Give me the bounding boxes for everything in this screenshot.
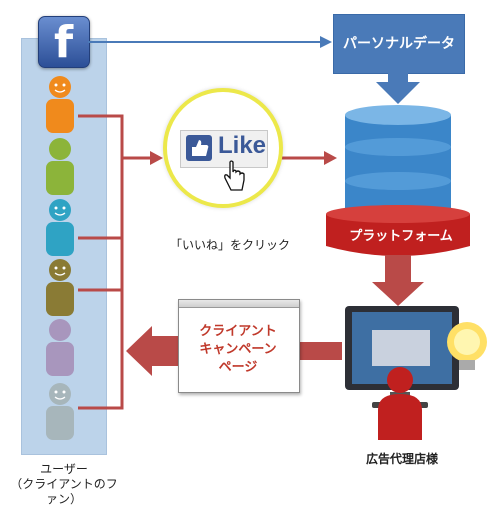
thumbs-up-icon	[186, 135, 212, 161]
data-to-db-arrow	[376, 72, 420, 104]
like-to-db-arrowhead	[324, 151, 337, 165]
window-titlebar	[179, 300, 299, 308]
platform-to-agency-arrow	[372, 255, 424, 306]
like-text: Like	[218, 132, 267, 159]
person-icon-3	[46, 199, 74, 256]
personal-data-box: パーソナルデータ	[333, 14, 465, 74]
users-label-line-1: ユーザー	[40, 462, 88, 476]
person-icon-1	[46, 76, 74, 133]
facebook-glyph: f	[54, 17, 74, 68]
person-icon-6	[46, 383, 74, 440]
campaign-line-2: キャンペーン	[199, 342, 277, 357]
campaign-page-label: クライアント キャンペーン ページ	[178, 323, 298, 377]
agent-person-icon	[378, 367, 422, 440]
users-label: ユーザー （クライアントのファン）	[6, 462, 122, 507]
agency-label: 広告代理店様	[366, 452, 439, 466]
person-icon-4	[46, 259, 74, 316]
person-icon-2	[46, 138, 74, 195]
monitor-to-page-bar	[298, 342, 342, 360]
person-icon-5	[46, 319, 74, 376]
users-bracket	[78, 114, 124, 410]
page-to-users-arrow	[126, 326, 178, 376]
like-caption: 「いいね」をクリック	[170, 238, 291, 252]
hand-cursor-icon	[224, 160, 245, 191]
lightbulb-icon	[447, 322, 487, 370]
fb-to-data-arrowhead	[320, 36, 332, 48]
campaign-page-window	[178, 299, 300, 393]
facebook-icon: f	[38, 16, 90, 68]
platform-base	[326, 205, 470, 256]
users-label-line-2: （クライアントのファン）	[10, 477, 118, 506]
campaign-line-1: クライアント	[199, 324, 277, 339]
personal-data-label: パーソナルデータ	[343, 36, 455, 52]
users-to-like-arrowhead	[150, 151, 163, 165]
campaign-line-3: ページ	[218, 360, 258, 375]
platform-label: プラットフォーム	[349, 229, 453, 244]
